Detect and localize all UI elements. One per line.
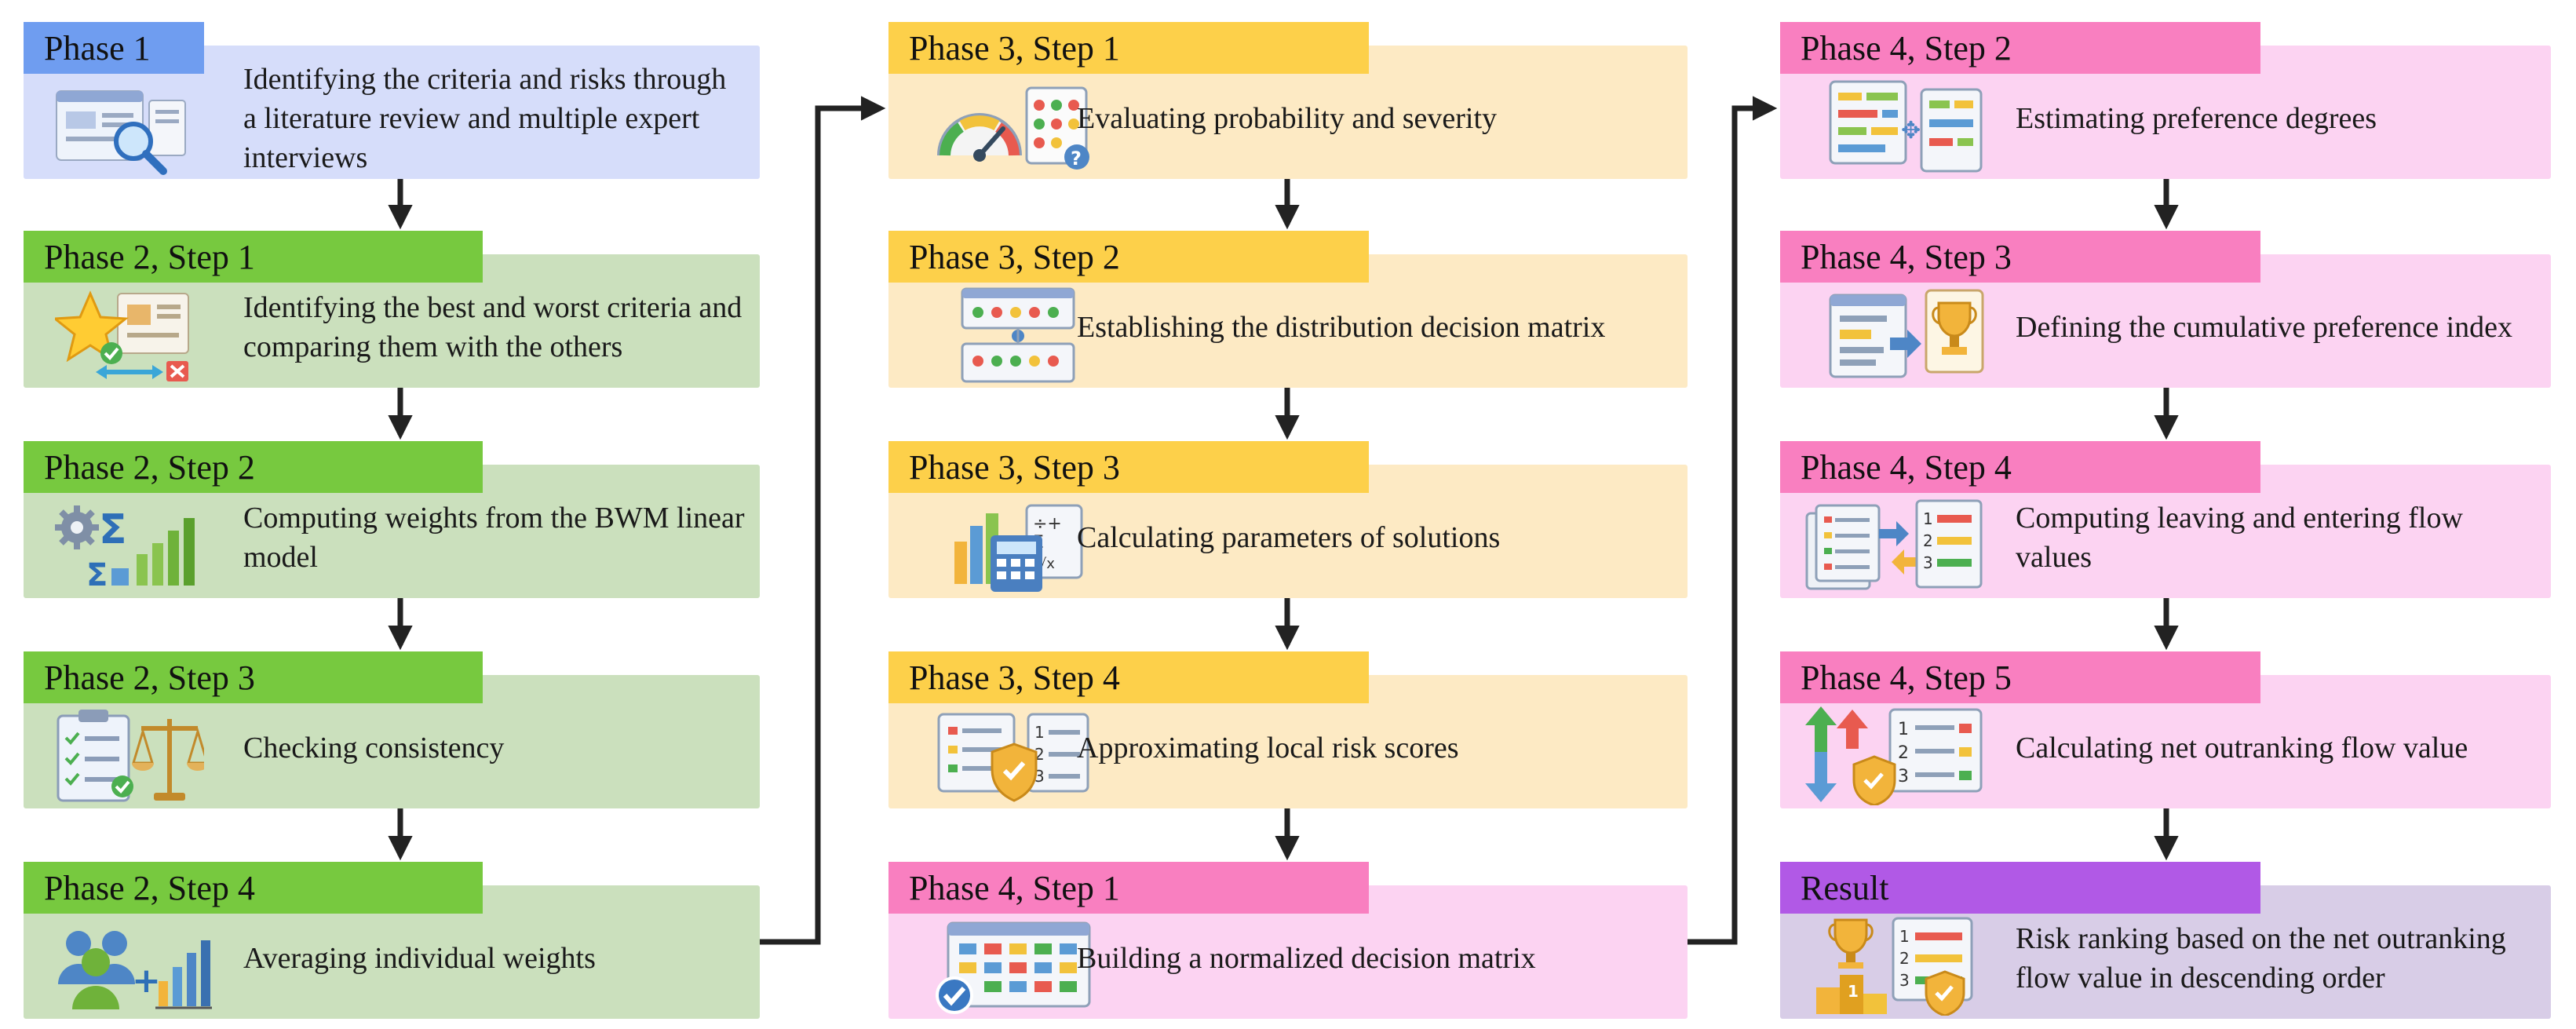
- step-description: Risk ranking based on the net outranking…: [2016, 922, 2506, 994]
- step-description: Calculating parameters of solutions: [1077, 521, 1501, 554]
- users-chart-icon: +: [55, 920, 212, 1016]
- svg-text:1: 1: [1034, 723, 1045, 742]
- step-tag: Phase 2, Step 2: [24, 441, 483, 493]
- step-phase-4-step-5: Phase 4, Step 5 1 2 3 Calculating net ou…: [1780, 651, 2551, 808]
- step-phase-4-step-1: Phase 4, Step 1 Building a normalized de…: [888, 862, 1688, 1019]
- step-phase-3-step-4: Phase 3, Step 4 1 2 3 Approximating loca…: [888, 651, 1688, 808]
- flow-lists-icon: 1 2 3: [1804, 498, 1984, 597]
- step-description: Checking consistency: [243, 732, 505, 764]
- gauge-icon: ?: [936, 80, 1093, 177]
- step-description: Identifying the criteria and risks throu…: [243, 63, 727, 174]
- step-description: Identifying the best and worst criteria …: [243, 291, 743, 363]
- checklist-scale-icon: [55, 708, 210, 808]
- step-phase-1: Phase 1 Identifying the criteria and ris…: [24, 22, 760, 179]
- step-tag: Phase 3, Step 1: [888, 22, 1369, 74]
- step-phase-2-step-3: Phase 2, Step 3 Checking consistency: [24, 651, 760, 808]
- step-tag: Phase 3, Step 4: [888, 651, 1369, 703]
- arrow-p4s1-p4s2: [1688, 96, 1778, 945]
- compare-panels-icon: ✥: [1827, 78, 1984, 178]
- step-tag: Phase 1: [24, 22, 204, 74]
- step-description: Computing weights from the BWM linear mo…: [243, 502, 745, 574]
- step-description: Defining the cumulative preference index: [2016, 311, 2513, 344]
- step-phase-3-step-2: Phase 3, Step 2 Establishing the distrib…: [888, 231, 1688, 388]
- step-description: Estimating preference degrees: [2016, 102, 2377, 135]
- trophy-panel-icon: [1827, 287, 1984, 387]
- svg-text:3: 3: [1899, 971, 1910, 990]
- svg-text:1: 1: [1848, 982, 1859, 1001]
- svg-text:3: 3: [1923, 553, 1933, 572]
- svg-text:Σ: Σ: [99, 506, 127, 553]
- svg-text:Σ: Σ: [86, 557, 108, 592]
- svg-text:1: 1: [1898, 720, 1909, 739]
- svg-text:2: 2: [1923, 531, 1933, 550]
- step-phase-2-step-2: Phase 2, Step 2 Σ Σ Computing weights fr…: [24, 441, 760, 598]
- step-description: Approximating local risk scores: [1077, 732, 1459, 764]
- step-phase-4-step-2: Phase 4, Step 2 ✥ Estimating preference …: [1780, 22, 2551, 179]
- step-description: Calculating net outranking flow value: [2016, 732, 2468, 764]
- svg-text:✥: ✥: [1901, 117, 1921, 144]
- step-tag: Phase 4, Step 5: [1780, 651, 2260, 703]
- step-tag: Phase 2, Step 1: [24, 231, 483, 283]
- step-phase-4-step-3: Phase 4, Step 3 Defining the cumulative …: [1780, 231, 2551, 388]
- podium-trophy-icon: 1 1 2 3: [1812, 915, 1976, 1020]
- step-description: Building a normalized decision matrix: [1077, 942, 1536, 975]
- step-tag: Phase 2, Step 3: [24, 651, 483, 703]
- document-search-icon: [55, 77, 188, 179]
- step-tag: Phase 4, Step 1: [888, 862, 1369, 914]
- step-phase-4-step-4: Phase 4, Step 4 1 2 3 Computing leaving …: [1780, 441, 2551, 598]
- step-phase-2-step-1: Phase 2, Step 1 Identifying the best and…: [24, 231, 760, 388]
- step-tag: Phase 2, Step 4: [24, 862, 483, 914]
- calculator-icon: ÷+ Σ .√x: [951, 498, 1085, 597]
- step-tag: Phase 3, Step 3: [888, 441, 1369, 493]
- svg-text:1: 1: [1923, 509, 1933, 528]
- star-comparison-icon: [52, 287, 196, 387]
- calendar-matrix-icon: [936, 920, 1093, 1020]
- matrix-icon: [959, 286, 1077, 389]
- step-description: Evaluating probability and severity: [1077, 102, 1498, 135]
- step-phase-2-step-4: Phase 2, Step 4 + Averaging individual w…: [24, 862, 760, 1019]
- svg-text:÷+: ÷+: [1033, 514, 1062, 534]
- step-tag: Phase 4, Step 3: [1780, 231, 2260, 283]
- step-description: Establishing the distribution decision m…: [1077, 311, 1606, 344]
- step-result: Result 1 1 2 3 Risk ranking based on the…: [1780, 862, 2551, 1019]
- gear-sigma-chart-icon: Σ Σ: [55, 499, 204, 596]
- step-phase-3-step-1: Phase 3, Step 1 ? Evaluating probability…: [888, 22, 1688, 179]
- svg-text:2: 2: [1899, 949, 1910, 968]
- svg-text:1: 1: [1899, 927, 1910, 946]
- svg-text:3: 3: [1898, 767, 1909, 786]
- step-tag: Phase 4, Step 4: [1780, 441, 2260, 493]
- step-description: Averaging individual weights: [243, 942, 596, 975]
- svg-text:+: +: [132, 961, 161, 1001]
- step-tag: Phase 3, Step 2: [888, 231, 1369, 283]
- svg-text:2: 2: [1898, 743, 1909, 763]
- step-tag: Result: [1780, 862, 2260, 914]
- arrow-p2s4-p3s1: [760, 96, 886, 945]
- shield-list-icon: 1 2 3: [936, 708, 1093, 808]
- svg-text:?: ?: [1071, 148, 1082, 170]
- step-tag: Phase 4, Step 2: [1780, 22, 2260, 74]
- up-down-arrows-icon: 1 2 3: [1804, 703, 1984, 809]
- step-description: Computing leaving and entering flow valu…: [2016, 502, 2463, 574]
- step-phase-3-step-3: Phase 3, Step 3 ÷+ Σ .√x Calculating par…: [888, 441, 1688, 598]
